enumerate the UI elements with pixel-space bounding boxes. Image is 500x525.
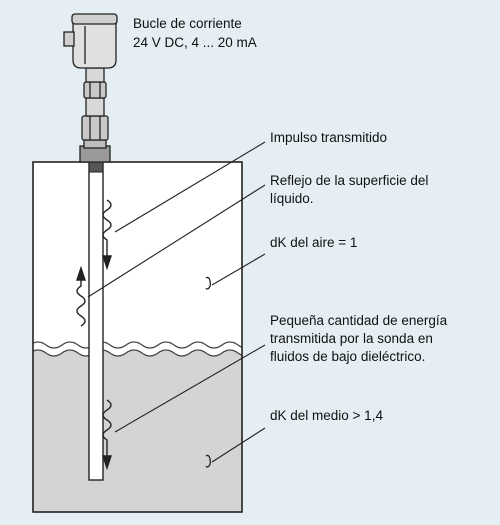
liquid-region	[33, 341, 242, 512]
process-connection-collar	[83, 139, 107, 149]
leader-medium-dk	[211, 427, 266, 463]
medium-squiggle	[205, 454, 211, 468]
probe-rod	[88, 161, 104, 481]
probe-rod-top	[88, 161, 104, 173]
leader-air-dk	[211, 253, 266, 286]
air-squiggle	[205, 276, 211, 290]
callout-low-energy-line3: fluidos de bajo dieléctrico.	[270, 349, 425, 364]
callout-transmitted-pulse: Impulso transmitido	[270, 130, 387, 145]
transmitter-label-line2: 24 V DC, 4 ... 20 mA	[133, 35, 257, 50]
leader-low-energy	[114, 344, 266, 433]
housing-lid	[71, 13, 118, 25]
liquid-surface-wave-1	[33, 341, 242, 349]
transmitter	[63, 13, 118, 163]
callout-low-energy-line1: Pequeña cantidad de energía	[270, 313, 448, 328]
cable-gland	[63, 31, 75, 47]
leader-surface-reflection	[87, 184, 266, 298]
callout-air-dk: dK del aire = 1	[270, 235, 357, 250]
hex-nut	[81, 115, 109, 141]
callout-low-energy-line2: transmitida por la sonda en	[270, 331, 433, 346]
leader-transmitted-pulse	[114, 141, 266, 233]
adapter-nut	[83, 81, 107, 99]
adapter-lower	[85, 97, 105, 117]
transmitter-label-line1: Bucle de corriente	[133, 16, 242, 31]
tank-outline	[32, 161, 243, 513]
callout-surface-reflection-line2: líquido.	[270, 191, 314, 206]
neck	[85, 67, 105, 83]
transmitted-pulse-wave	[102, 199, 112, 271]
liquid-pulse-wave	[102, 399, 112, 471]
transmitter-housing	[72, 21, 117, 69]
callout-surface-reflection-line1: Reflejo de la superficie del	[270, 173, 428, 188]
reflected-pulse-wave	[76, 265, 86, 327]
liquid-surface-wave-2	[33, 349, 242, 357]
callout-medium-dk: dK del medio > 1,4	[270, 408, 383, 423]
